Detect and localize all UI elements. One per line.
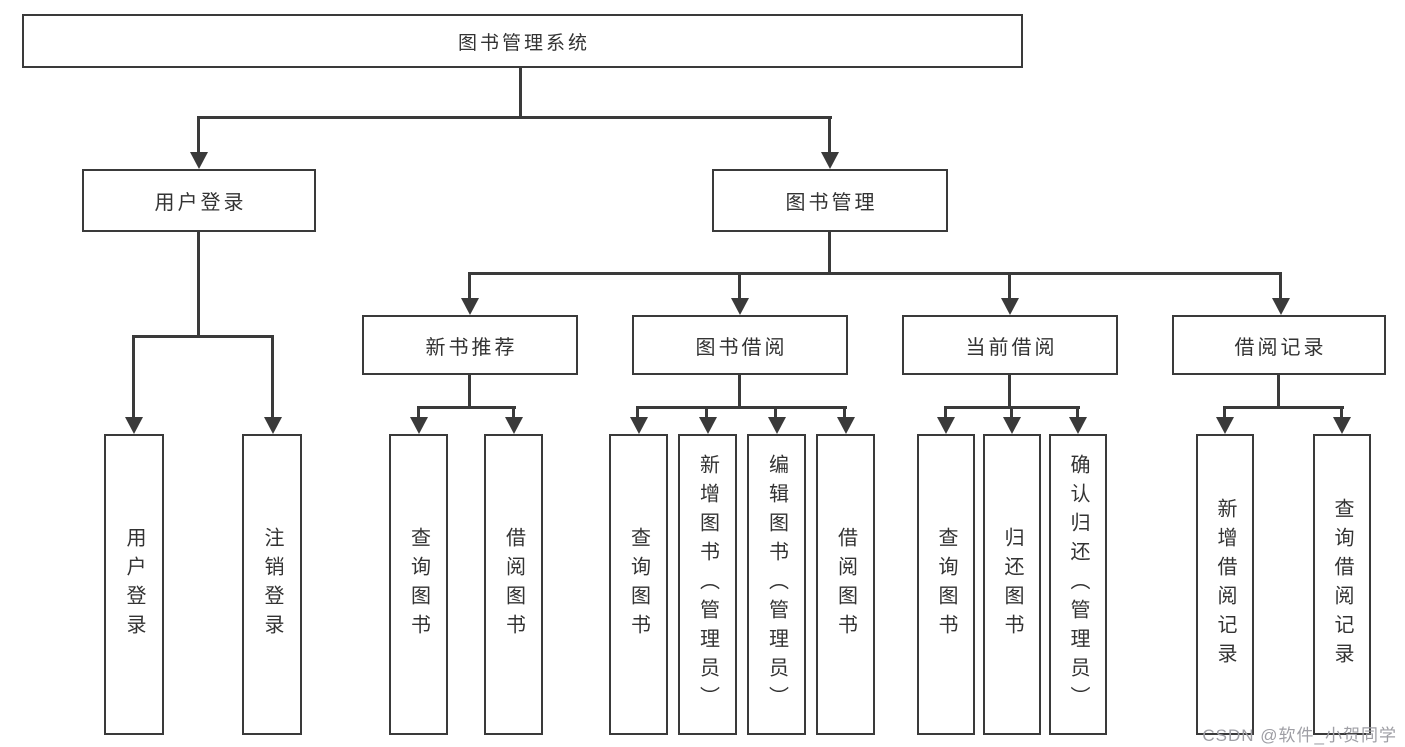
node-label: 新增图书（管理员） bbox=[696, 454, 719, 715]
connector-vline bbox=[738, 272, 741, 300]
node-current-borrow: 当前借阅 bbox=[902, 315, 1118, 375]
node-label: 查询借阅记录 bbox=[1331, 497, 1353, 672]
node-book-management: 图书管理 bbox=[712, 169, 948, 232]
node-borrow-book: 借阅图书 bbox=[484, 434, 543, 735]
node-query-books: 查询图书 bbox=[609, 434, 668, 735]
node-logout: 注销登录 bbox=[242, 434, 302, 735]
node-library-management-system: 图书管理系统 bbox=[22, 14, 1023, 68]
node-query-books: 查询图书 bbox=[389, 434, 448, 735]
node-label: 新增借阅记录 bbox=[1214, 497, 1236, 672]
node-query-books: 查询图书 bbox=[917, 434, 975, 735]
node-label: 查询图书 bbox=[407, 526, 430, 643]
connector-hline bbox=[1223, 406, 1344, 409]
connector-vline bbox=[843, 406, 846, 419]
node-new-book-recommend: 新书推荐 bbox=[362, 315, 578, 375]
connector-vline bbox=[828, 116, 831, 154]
connector-vline bbox=[1277, 375, 1280, 408]
arrow-down-icon bbox=[1216, 417, 1234, 434]
connector-hline bbox=[417, 406, 516, 409]
connector-vline bbox=[519, 68, 522, 118]
connector-hline bbox=[636, 406, 847, 409]
node-label: 注销登录 bbox=[261, 526, 283, 643]
connector-vline bbox=[944, 406, 947, 419]
connector-hline bbox=[468, 272, 1282, 275]
node-label: 用户登录 bbox=[154, 192, 247, 214]
arrow-down-icon bbox=[461, 298, 479, 315]
node-label: 图书管理 bbox=[785, 192, 878, 214]
arrow-down-icon bbox=[699, 417, 717, 434]
connector-vline bbox=[271, 335, 274, 419]
connector-vline bbox=[132, 335, 135, 419]
connector-vline bbox=[1008, 375, 1011, 408]
node-label: 归还图书 bbox=[1001, 526, 1023, 643]
arrow-down-icon bbox=[837, 417, 855, 434]
node-add-book-admin: 新增图书（管理员） bbox=[678, 434, 737, 735]
arrow-down-icon bbox=[125, 417, 143, 434]
node-label: 图书借阅 bbox=[695, 336, 788, 359]
connector-vline bbox=[512, 406, 515, 419]
node-label: 确认归还（管理员） bbox=[1067, 454, 1089, 715]
connector-hline bbox=[197, 116, 832, 119]
node-edit-book-admin: 编辑图书（管理员） bbox=[747, 434, 806, 735]
connector-vline bbox=[468, 272, 471, 300]
connector-vline bbox=[468, 375, 471, 408]
arrow-down-icon bbox=[264, 417, 282, 434]
node-label: 借阅图书 bbox=[502, 526, 525, 643]
node-query-borrow-record: 查询借阅记录 bbox=[1313, 434, 1371, 735]
node-label: 借阅图书 bbox=[834, 526, 857, 643]
arrow-down-icon bbox=[410, 417, 428, 434]
connector-vline bbox=[738, 375, 741, 408]
node-book-borrow: 图书借阅 bbox=[632, 315, 848, 375]
arrow-down-icon bbox=[1272, 298, 1290, 315]
node-borrow-records: 借阅记录 bbox=[1172, 315, 1386, 375]
arrow-down-icon bbox=[1003, 417, 1021, 434]
arrow-down-icon bbox=[190, 152, 208, 169]
node-add-borrow-record: 新增借阅记录 bbox=[1196, 434, 1254, 735]
connector-vline bbox=[774, 406, 777, 419]
node-label: 用户登录 bbox=[123, 526, 145, 643]
connector-vline bbox=[1223, 406, 1226, 419]
arrow-down-icon bbox=[630, 417, 648, 434]
arrow-down-icon bbox=[768, 417, 786, 434]
arrow-down-icon bbox=[1333, 417, 1351, 434]
connector-vline bbox=[1340, 406, 1343, 419]
node-label: 新书推荐 bbox=[425, 336, 518, 359]
node-label: 编辑图书（管理员） bbox=[765, 454, 788, 715]
node-label: 查询图书 bbox=[627, 526, 650, 643]
connector-vline bbox=[1279, 272, 1282, 300]
connector-vline bbox=[1076, 406, 1079, 419]
connector-vline bbox=[417, 406, 420, 419]
arrow-down-icon bbox=[1001, 298, 1019, 315]
node-label: 借阅记录 bbox=[1234, 336, 1327, 359]
node-user-login-leaf: 用户登录 bbox=[104, 434, 164, 735]
connector-vline bbox=[636, 406, 639, 419]
node-user-login: 用户登录 bbox=[82, 169, 316, 232]
node-label: 查询图书 bbox=[935, 526, 957, 643]
connector-vline bbox=[197, 116, 200, 154]
connector-vline bbox=[1008, 272, 1011, 300]
node-borrow-book: 借阅图书 bbox=[816, 434, 875, 735]
node-confirm-return-admin: 确认归还（管理员） bbox=[1049, 434, 1107, 735]
arrow-down-icon bbox=[505, 417, 523, 434]
node-label: 当前借阅 bbox=[965, 336, 1058, 359]
node-label: 图书管理系统 bbox=[457, 32, 590, 54]
connector-hline bbox=[132, 335, 274, 338]
connector-vline bbox=[197, 232, 200, 337]
arrow-down-icon bbox=[937, 417, 955, 434]
node-return-book: 归还图书 bbox=[983, 434, 1041, 735]
watermark: CSDN @软件_小贺同学 bbox=[1202, 726, 1397, 745]
arrow-down-icon bbox=[1069, 417, 1087, 434]
arrow-down-icon bbox=[821, 152, 839, 169]
arrow-down-icon bbox=[731, 298, 749, 315]
connector-vline bbox=[828, 232, 831, 274]
connector-vline bbox=[1010, 406, 1013, 419]
connector-vline bbox=[705, 406, 708, 419]
